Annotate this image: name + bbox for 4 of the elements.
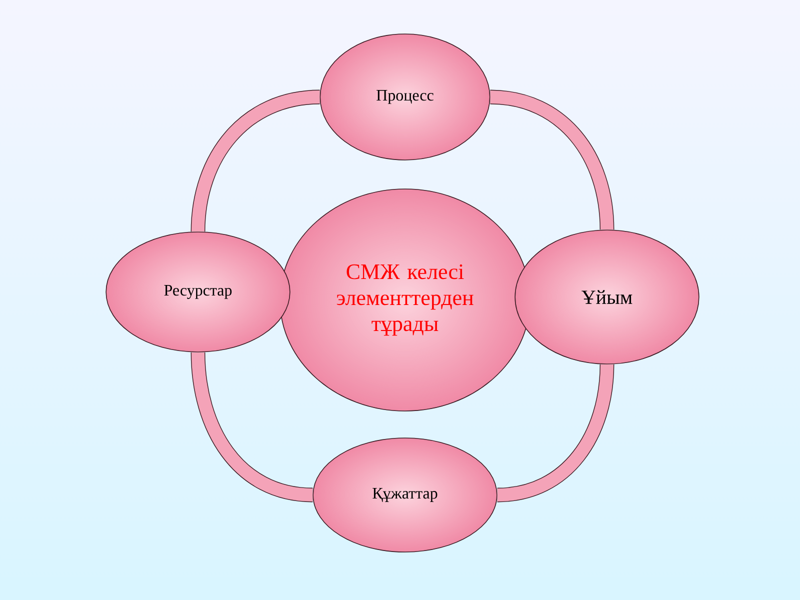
ring-arc: [190, 352, 314, 502]
ring-arc: [496, 364, 614, 502]
ring-arc: [490, 90, 614, 230]
ring-arc: [190, 90, 320, 232]
